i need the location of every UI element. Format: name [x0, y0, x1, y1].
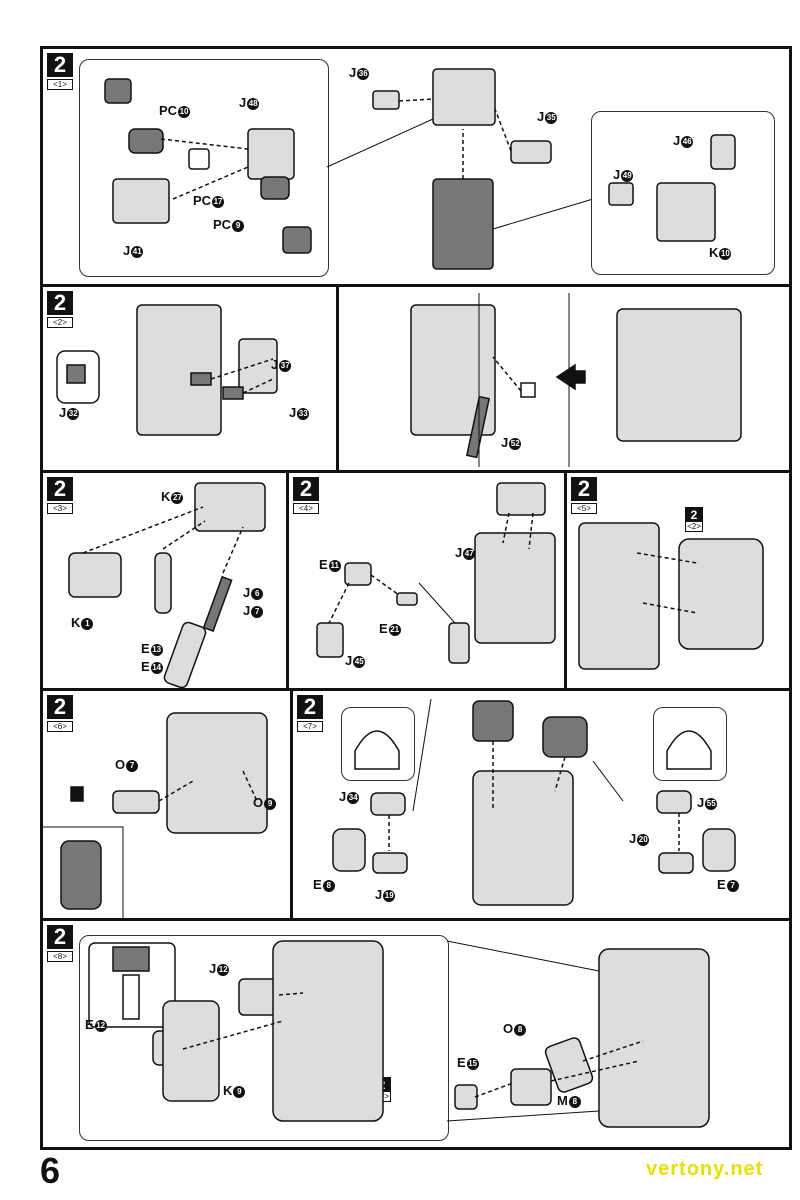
row-step-2-1: 2 <1>	[43, 49, 789, 287]
part-drawing-step2	[56, 293, 742, 467]
part-drawing-step6	[43, 712, 268, 919]
part-drawing-step7	[332, 698, 736, 906]
step-badge-2-3: 2 <3>	[47, 477, 73, 514]
cell-step-2-2a	[43, 287, 339, 470]
step-badge-2-1: 2 <1>	[47, 53, 73, 90]
part-drawing-step5	[578, 522, 764, 670]
part-drawing-step8	[88, 940, 710, 1128]
part-drawing-step4	[316, 482, 556, 664]
step-badge-2-2: 2 <2>	[47, 291, 73, 328]
instruction-frame: 2 <1>	[40, 46, 792, 1150]
part-drawing-step3	[68, 482, 266, 689]
cell-step-2-7: 2 <7>	[293, 691, 789, 918]
step-badge-2-8: 2 <8>	[47, 925, 73, 962]
row-step-2-8: 2 <8> 2<7>	[43, 921, 789, 1147]
watermark-text: vertony.net	[646, 1158, 764, 1180]
step-badge-2-5: 2 <5>	[571, 477, 597, 514]
step-badge-2-6: 2 <6>	[47, 695, 73, 732]
step-badge-2-7: 2 <7>	[297, 695, 323, 732]
page-number: 6	[40, 1150, 61, 1191]
reference-step-2-2: 2<2>	[685, 507, 703, 532]
step-badge-2-4: 2 <4>	[293, 477, 319, 514]
row-step-2-2: 2 <2>	[43, 287, 789, 473]
cell-step-2-5: 2 <5> 2<2>	[567, 473, 789, 688]
part-drawing-step1-inset	[608, 134, 736, 242]
